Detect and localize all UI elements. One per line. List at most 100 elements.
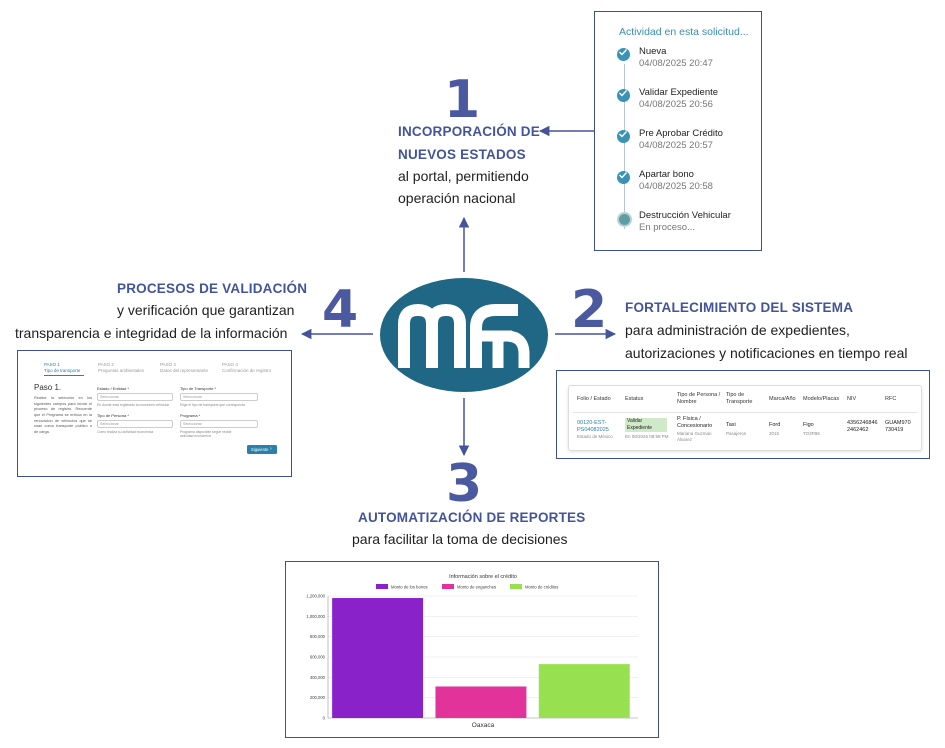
- timeline-item: Pre Aprobar Crédito 04/08/2025 20:57: [617, 128, 767, 160]
- timeline-label: Destrucción Vehicular: [639, 210, 731, 221]
- step2-body-line1: para administración de expedientes,: [625, 322, 850, 338]
- estado: Estado de México: [577, 434, 613, 439]
- step-label: PASO 1: [44, 362, 60, 367]
- legend-label: Monto de los bonos: [391, 585, 428, 590]
- modelo: Figo: [803, 422, 814, 428]
- timeline-label: Pre Aprobar Crédito: [639, 128, 723, 139]
- col-header: Estatus: [625, 396, 644, 402]
- check-icon: [617, 89, 630, 102]
- col-header: Marca/Año: [769, 396, 796, 402]
- mf-logo: [380, 278, 548, 392]
- next-button[interactable]: Siguiente ›: [247, 445, 277, 454]
- col-header: Modelo/Placas: [803, 396, 840, 402]
- timeline-item: Apartar bono 04/08/2025 20:58: [617, 169, 767, 201]
- field-hint: Como realiza su actividad económica: [97, 430, 154, 434]
- status-date: En 08/2025 08:58 PM: [625, 434, 669, 439]
- timeline-item: Nueva 04/08/2025 20:47: [617, 46, 767, 78]
- step2-number: 2: [571, 280, 608, 340]
- timeline-date: En proceso...: [639, 222, 695, 233]
- col-header: RFC: [885, 396, 897, 402]
- step3-number: 3: [446, 454, 483, 514]
- y-tick-label: 1,000,000: [306, 614, 325, 619]
- persona: P. Física / Concesionario: [677, 416, 713, 430]
- step4-body-line2: transparencia e integridad de la informa…: [15, 325, 288, 341]
- timeline-label: Validar Expediente: [639, 87, 719, 98]
- anio: 2015: [769, 431, 780, 436]
- activity-timeline-card: Actividad en esta solicitud... Nueva 04/…: [594, 11, 762, 251]
- expedientes-table-card: Folio / Estado Estatus Tipo de Persona /…: [556, 370, 930, 459]
- step2-heading: FORTALECIMIENTO DEL SISTEMA: [625, 300, 854, 315]
- field-hint: En donde está registrado la concesión ve…: [97, 403, 170, 407]
- step4-heading: PROCESOS DE VALIDACIÓN: [117, 281, 308, 296]
- estado-select[interactable]: Seleccionar: [97, 393, 173, 401]
- next-button-label: Siguiente: [251, 446, 269, 452]
- field-label: Tipo de Persona *: [97, 413, 129, 418]
- active-step-underline: [44, 375, 84, 376]
- timeline-date: 04/08/2025 20:58: [639, 181, 713, 192]
- clock-icon: [617, 212, 632, 227]
- chevron-right-icon: ›: [270, 446, 272, 452]
- table-inner: Folio / Estado Estatus Tipo de Persona /…: [568, 385, 922, 451]
- programa-select[interactable]: Seleccionar: [180, 420, 258, 428]
- step1-heading-line1: INCORPORACIÓN DE: [398, 124, 540, 139]
- registration-form-card: PASO 1 Tipo de transporte PASO 2 Pregunt…: [17, 350, 292, 477]
- form-step-3[interactable]: PASO 3 Datos del representante: [160, 362, 208, 374]
- timeline-item: Destrucción Vehicular En proceso...: [617, 210, 767, 242]
- chart-title: Información sobre el crédito: [449, 574, 517, 580]
- persona-select[interactable]: Seleccionar: [97, 420, 173, 428]
- timeline-date: 04/08/2025 20:57: [639, 140, 713, 151]
- legend-swatch: [442, 584, 454, 589]
- step2-body-line2: autorizaciones y notificaciones en tiemp…: [625, 345, 908, 361]
- y-tick-label: 600,000: [310, 655, 326, 660]
- legend-label: Monto de créditos: [525, 585, 558, 590]
- legend-label: Monto de enganches: [457, 585, 496, 590]
- field-label: Estado / Entidad *: [97, 386, 130, 391]
- y-tick-label: 0: [323, 716, 326, 721]
- step1-heading-line2: NUEVOS ESTADOS: [398, 147, 526, 162]
- legend-swatch: [510, 584, 522, 589]
- col-header: Folio / Estado: [577, 396, 611, 402]
- field-hint: Elige el tipo de transporte que correspo…: [180, 403, 245, 407]
- check-icon: [617, 171, 630, 184]
- col-header: NIV: [847, 396, 857, 402]
- transporte-select[interactable]: Seleccionar: [180, 393, 258, 401]
- step-label: PASO 3: [160, 362, 176, 367]
- check-icon: [617, 48, 630, 61]
- y-tick-label: 800,000: [310, 634, 326, 639]
- bar-1: [332, 598, 424, 718]
- step-name: Datos del representante: [160, 367, 209, 373]
- timeline-label: Nueva: [639, 46, 667, 57]
- form-step-1[interactable]: PASO 1 Tipo de transporte: [44, 362, 80, 374]
- col-header: Tipo de Transporte: [726, 392, 753, 406]
- y-tick-label: 1,200,000: [306, 594, 325, 599]
- step-label: PASO 2: [98, 362, 114, 367]
- x-category-label: Oaxaca: [472, 722, 495, 729]
- step-name: Confirmación de registro: [222, 367, 272, 373]
- bar-3: [538, 664, 630, 718]
- step-name: Preguntas ambientales: [98, 367, 145, 373]
- status-badge: Validar Expediente: [625, 418, 667, 432]
- check-marks: [619, 49, 628, 179]
- folio-link[interactable]: 00120-EST-PS04082025: [577, 420, 609, 434]
- header-divider: [573, 412, 917, 413]
- form-step-2[interactable]: PASO 2 Preguntas ambientales: [98, 362, 144, 374]
- niv: 4356246846 2462462: [847, 420, 878, 434]
- transporte-sub: Pasajeros: [726, 431, 747, 436]
- step-name: Tipo de transporte: [44, 367, 81, 373]
- step1-number: 1: [444, 70, 481, 130]
- check-icon: [617, 130, 630, 143]
- bar-2: [435, 686, 527, 718]
- status-badge-text: Validar Expediente: [627, 418, 653, 431]
- step3-body-line1: para facilitar la toma de decisiones: [352, 531, 568, 547]
- timeline-date: 04/08/2025 20:56: [639, 99, 713, 110]
- step-label: PASO 4: [222, 362, 238, 367]
- form-step-4[interactable]: PASO 4 Confirmación de registro: [222, 362, 271, 374]
- field-hint: Programa disponible según recibir activi…: [180, 430, 232, 438]
- timeline-line: [624, 64, 625, 229]
- form-description: Realice la selección en los siguientes c…: [34, 396, 92, 435]
- placas: TO3FB6: [803, 431, 820, 436]
- field-label: Tipo de Transporte *: [180, 386, 217, 391]
